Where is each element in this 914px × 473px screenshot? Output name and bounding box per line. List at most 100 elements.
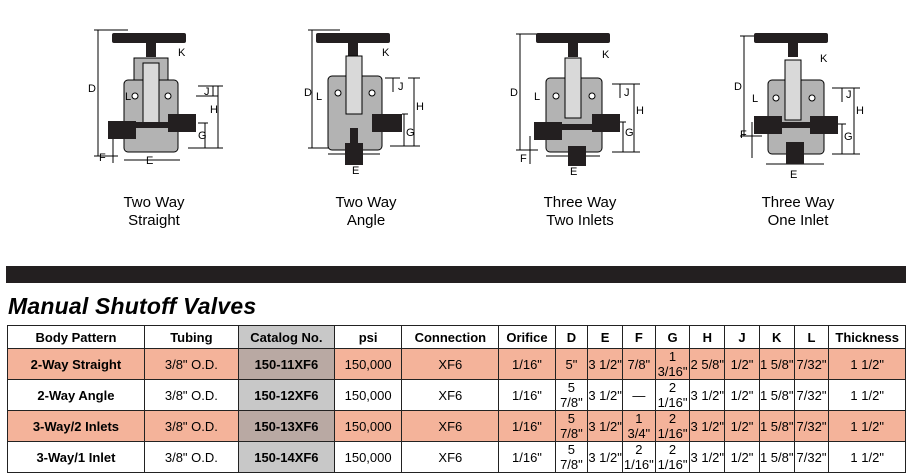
label-h: H	[416, 101, 424, 113]
label-e: E	[570, 166, 577, 178]
cell-e: 3 1/2"	[587, 348, 623, 380]
header-f: F	[621, 325, 656, 349]
header-g: G	[654, 325, 691, 349]
table-header-row: Body Pattern Tubing Catalog No. psi Conn…	[7, 325, 906, 349]
cell-tubing: 3/8" O.D.	[143, 379, 239, 411]
diagram-three-way-two-inlets: D K L J H G E F Three Way Two Inlets	[502, 18, 702, 248]
label-g: G	[844, 131, 853, 143]
label-f: F	[99, 152, 106, 164]
label-j: J	[204, 86, 210, 98]
header-k: K	[758, 325, 795, 349]
header-e: E	[587, 325, 623, 349]
diagram-two-way-straight: D K L J H G E F Two Way Straight	[68, 18, 268, 248]
label-d: D	[304, 87, 312, 99]
cell-psi: 150,000	[333, 410, 403, 442]
caption-line-1: Two Way	[123, 194, 185, 211]
spec-table: Body Pattern Tubing Catalog No. psi Conn…	[7, 325, 906, 473]
table-row: 2-Way Angle 3/8" O.D. 150-12XF6 150,000 …	[7, 379, 906, 411]
label-g: G	[198, 130, 207, 142]
label-d: D	[734, 81, 742, 93]
valve-drawing: D K L J H G E F	[734, 33, 864, 181]
label-e: E	[790, 169, 797, 181]
cell-d: 5 7/8"	[554, 410, 589, 442]
header-psi: psi	[333, 325, 403, 349]
label-h: H	[636, 105, 644, 117]
cell-h: 3 1/2"	[689, 379, 726, 411]
cell-orifice: 1/16"	[498, 379, 556, 411]
cell-j: 1/2"	[724, 379, 760, 411]
cell-h: 2 5/8"	[689, 348, 726, 380]
cell-connection: XF6	[401, 379, 500, 411]
label-g: G	[406, 127, 415, 139]
header-l: L	[793, 325, 830, 349]
cell-psi: 150,000	[333, 441, 403, 473]
cell-catalog-no: 150-13XF6	[237, 410, 335, 442]
label-j: J	[846, 89, 852, 101]
cell-thickness: 1 1/2"	[828, 379, 906, 411]
cell-f: 2 1/16"	[621, 441, 656, 473]
cell-j: 1/2"	[724, 441, 760, 473]
header-h: H	[689, 325, 726, 349]
table-row: 3-Way/2 Inlets 3/8" O.D. 150-13XF6 150,0…	[7, 410, 906, 442]
cell-tubing: 3/8" O.D.	[143, 348, 239, 380]
cell-connection: XF6	[401, 410, 500, 442]
cell-f: —	[621, 379, 656, 411]
cell-g: 2 1/16"	[654, 410, 691, 442]
cell-orifice: 1/16"	[498, 441, 556, 473]
label-e: E	[352, 165, 359, 177]
cell-connection: XF6	[401, 348, 500, 380]
valve-drawing: D K L J H G E	[304, 29, 424, 177]
cell-j: 1/2"	[724, 348, 760, 380]
cell-body-pattern: 2-Way Straight	[7, 348, 145, 380]
caption-line-1: Three Way	[543, 194, 617, 211]
cell-tubing: 3/8" O.D.	[143, 441, 239, 473]
label-d: D	[88, 83, 96, 95]
label-k: K	[602, 49, 610, 61]
label-j: J	[624, 87, 630, 99]
cell-d: 5 7/8"	[554, 441, 589, 473]
cell-k: 1 5/8"	[758, 410, 795, 442]
cell-tubing: 3/8" O.D.	[143, 410, 239, 442]
diagram-two-way-angle: D K L J H G E Two Way Angle	[290, 18, 490, 248]
cell-j: 1/2"	[724, 410, 760, 442]
cell-l: 7/32"	[793, 441, 830, 473]
cell-g: 2 1/16"	[654, 379, 691, 411]
cell-h: 3 1/2"	[689, 410, 726, 442]
cell-h: 3 1/2"	[689, 441, 726, 473]
cell-catalog-no: 150-11XF6	[237, 348, 335, 380]
table-row: 2-Way Straight 3/8" O.D. 150-11XF6 150,0…	[7, 348, 906, 380]
cell-k: 1 5/8"	[758, 441, 795, 473]
header-catalog-no: Catalog No.	[237, 325, 335, 349]
cell-thickness: 1 1/2"	[828, 410, 906, 442]
cell-f: 1 3/4"	[621, 410, 656, 442]
cell-catalog-no: 150-12XF6	[237, 379, 335, 411]
label-k: K	[820, 53, 828, 65]
cell-g: 2 1/16"	[654, 441, 691, 473]
label-f: F	[520, 153, 527, 165]
cell-psi: 150,000	[333, 379, 403, 411]
valve-drawing: D K L J H G E F	[88, 29, 223, 167]
diagram-three-way-one-inlet: D K L J H G E F Three Way One Inlet	[714, 18, 914, 248]
cell-k: 1 5/8"	[758, 348, 795, 380]
header-d: D	[554, 325, 589, 349]
label-d: D	[510, 87, 518, 99]
section-title: Manual Shutoff Valves	[8, 293, 257, 319]
cell-body-pattern: 3-Way/2 Inlets	[7, 410, 145, 442]
cell-thickness: 1 1/2"	[828, 348, 906, 380]
cell-l: 7/32"	[793, 379, 830, 411]
table-row: 3-Way/1 Inlet 3/8" O.D. 150-14XF6 150,00…	[7, 441, 906, 473]
cell-psi: 150,000	[333, 348, 403, 380]
caption-line-2: One Inlet	[767, 212, 829, 229]
cell-l: 7/32"	[793, 410, 830, 442]
cell-e: 3 1/2"	[587, 441, 623, 473]
cell-thickness: 1 1/2"	[828, 441, 906, 473]
cell-orifice: 1/16"	[498, 410, 556, 442]
label-k: K	[382, 47, 390, 59]
label-l: L	[316, 91, 322, 103]
label-e: E	[146, 155, 153, 167]
cell-d: 5"	[554, 348, 589, 380]
label-j: J	[398, 81, 404, 93]
header-body-pattern: Body Pattern	[7, 325, 145, 349]
label-h: H	[856, 105, 864, 117]
label-l: L	[534, 91, 540, 103]
